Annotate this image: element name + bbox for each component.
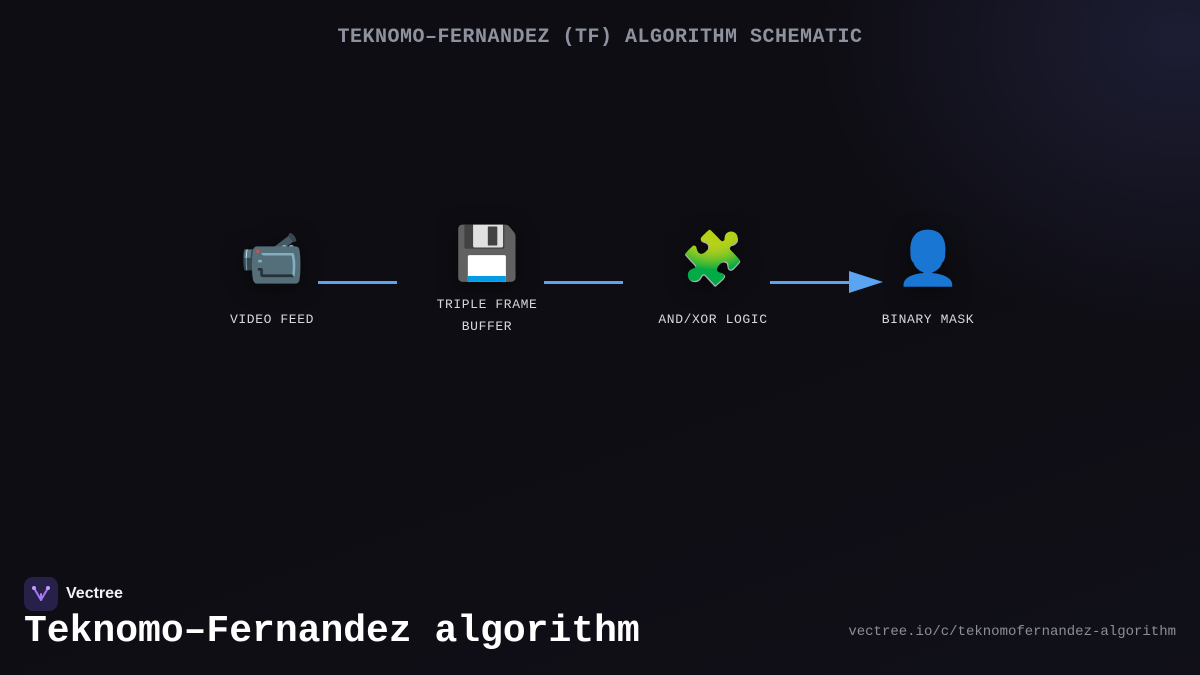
node-triple-frame-buffer: 💾 TRIPLE FRAME BUFFER: [397, 218, 577, 338]
node-video-feed: 📹 VIDEO FEED: [182, 223, 362, 331]
node-label-binary-mask: BINARY MASK: [881, 312, 975, 327]
floppy-disk-icon: 💾: [454, 224, 520, 284]
video-camera-icon: 📹: [239, 229, 305, 289]
source-url[interactable]: vectree.io/c/teknomofernandez-algorithm: [848, 624, 1176, 640]
headline: Teknomo–Fernandez algorithm: [24, 610, 640, 653]
node-label-and-xor-logic: AND/XOR LOGIC: [658, 312, 768, 327]
arrow-head: [849, 271, 883, 293]
connector-video-to-buffer: [318, 281, 397, 284]
puzzle-piece-icon: 🧩: [680, 229, 746, 289]
node-label-triple-frame-buffer: TRIPLE FRAME BUFFER: [436, 297, 538, 334]
node-binary-mask: 👤 BINARY MASK: [838, 223, 1018, 331]
vectree-logo-icon: [24, 577, 58, 611]
connector-logic-to-mask: [770, 281, 852, 284]
brand[interactable]: Vectree: [24, 577, 123, 611]
person-silhouette-icon: 👤: [895, 229, 961, 289]
node-and-xor-logic: 🧩 AND/XOR LOGIC: [623, 223, 803, 331]
connector-buffer-to-logic: [544, 281, 623, 284]
brand-name: Vectree: [66, 585, 123, 602]
node-label-video-feed: VIDEO FEED: [229, 312, 314, 327]
page-title: TEKNOMO–FERNANDEZ (TF) ALGORITHM SCHEMAT…: [337, 26, 863, 49]
